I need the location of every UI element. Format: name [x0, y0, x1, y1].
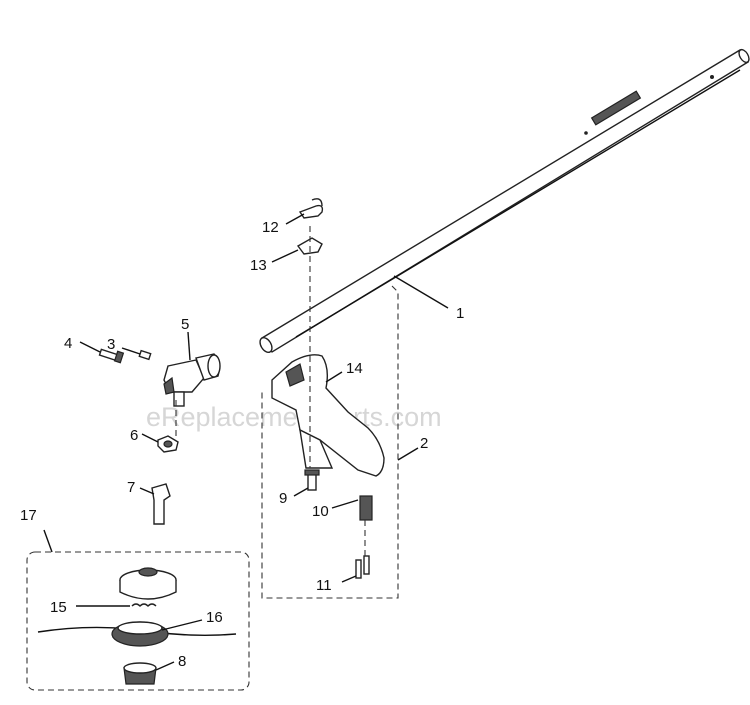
trimmer-head-kit-box	[26, 529, 250, 691]
callout-6: 6	[130, 427, 138, 444]
callout-16: 16	[206, 609, 223, 626]
callout-5: 5	[181, 316, 189, 333]
callout-9: 9	[279, 490, 287, 507]
callout-7: 7	[127, 479, 135, 496]
callout-14: 14	[346, 360, 363, 377]
alignment-lines	[175, 226, 366, 556]
adapter-sleeve-part	[151, 483, 171, 525]
shaft-tube	[259, 48, 750, 354]
leader-lines	[76, 213, 449, 671]
blade-part	[359, 495, 373, 521]
callout-15: 15	[50, 599, 67, 616]
guard-assembly-boundary	[261, 285, 399, 599]
screw-part	[138, 349, 152, 361]
nut-part	[157, 435, 179, 453]
callout-12: 12	[262, 219, 279, 236]
callout-10: 10	[312, 503, 329, 520]
callout-11: 11	[316, 577, 332, 594]
blade-screws-part	[355, 555, 370, 579]
spool-part	[37, 621, 237, 647]
spring-part	[131, 603, 157, 607]
j-hook-part	[298, 198, 324, 219]
callout-13: 13	[250, 257, 267, 274]
gear-head-part	[163, 353, 221, 407]
callout-2: 2	[420, 435, 428, 452]
guard-shield-part	[271, 354, 385, 477]
spool-housing-part	[119, 567, 177, 600]
callout-3: 3	[107, 336, 115, 353]
callout-8: 8	[178, 653, 186, 670]
callout-17: 17	[20, 507, 37, 524]
bump-knob-part	[123, 662, 157, 685]
callout-4: 4	[64, 335, 72, 352]
bolt-part	[98, 348, 125, 364]
callout-1: 1	[456, 305, 464, 322]
callout-numbers: 1 2 3 4 5 6 7 8 9 10 11 12 13 14 15 16 1…	[20, 219, 464, 670]
guard-screw-part	[304, 469, 320, 491]
